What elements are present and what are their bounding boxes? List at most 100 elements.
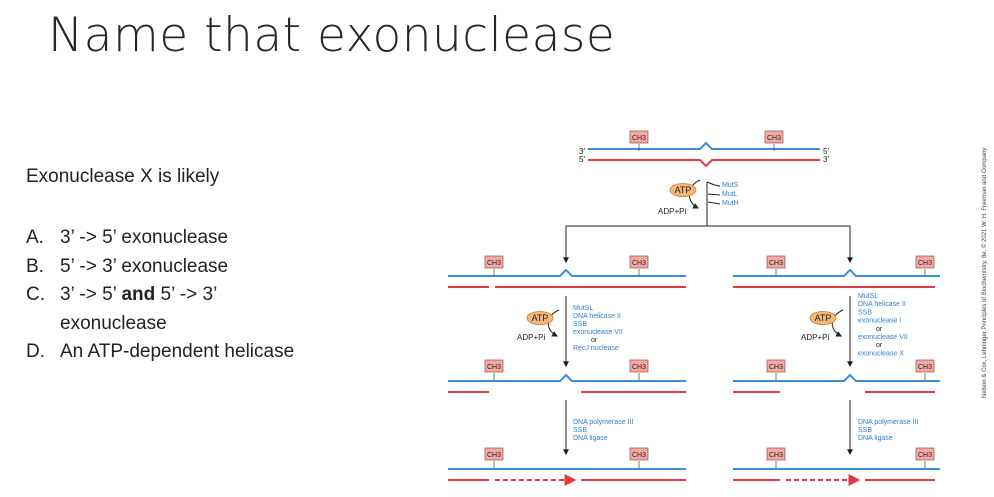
- top-strand: [448, 373, 686, 382]
- top-strand: [588, 141, 820, 150]
- atp-label: ATP: [675, 185, 692, 195]
- adp-label: ADP+Pi: [658, 207, 686, 216]
- methyl-label: CH3: [487, 260, 501, 267]
- top-strand: [733, 373, 940, 382]
- methyl-label: CH3: [918, 364, 932, 371]
- protein-label: exonuclease X: [858, 350, 904, 357]
- answer-a: A. 3’ -> 5’ exonuclease: [26, 224, 294, 253]
- protein-label: exonuclease I: [858, 318, 901, 325]
- protein-label: DNA polymerase III: [858, 419, 918, 426]
- methyl-label: CH3: [918, 260, 932, 267]
- methyl-label: CH3: [632, 135, 646, 142]
- protein-label: exonuclease VII: [573, 329, 623, 336]
- question-text: Exonuclease X is likely: [26, 166, 220, 187]
- atp-oval: ATP: [809, 311, 837, 325]
- answer-text: 3’ -> 5’ exonuclease: [60, 227, 229, 248]
- or-label: or: [591, 337, 598, 344]
- protein-label: MutL: [722, 191, 738, 198]
- methyl-label: CH3: [918, 452, 932, 459]
- answer-text-post: 5’ -> 3’: [155, 284, 218, 305]
- answer-text-pre: 3’ -> 5’: [60, 284, 122, 305]
- answer-d: D. An ATP-dependent helicase: [26, 338, 294, 367]
- atp-label: ATP: [532, 313, 549, 323]
- slide-title: Name that exonuclease: [48, 8, 616, 63]
- adp-label: ADP+Pi: [517, 333, 545, 342]
- strand-end-label: 5′: [579, 155, 585, 164]
- atp-arrow: [831, 309, 844, 337]
- answer-letter: D.: [26, 341, 45, 362]
- methyl-group: CH3: [915, 359, 935, 380]
- top-strand: [733, 268, 940, 277]
- methyl-label: CH3: [769, 364, 783, 371]
- protein-label: MutS: [722, 182, 739, 189]
- methyl-group: CH3: [766, 447, 786, 468]
- methyl-group: CH3: [915, 255, 935, 276]
- protein-label: SSB: [858, 427, 872, 434]
- protein-bracket: [706, 181, 721, 222]
- methyl-label: CH3: [632, 364, 646, 371]
- methyl-group: CH3: [484, 447, 504, 468]
- bottom-strand: [588, 159, 820, 168]
- atp-oval: ATP: [669, 183, 697, 197]
- methyl-group: CH3: [484, 359, 504, 380]
- branch-line: [566, 222, 850, 227]
- strand-end-label: 3′: [823, 155, 829, 164]
- figure-credit: Nelson & Cox, Lehninger Principles of Bi…: [982, 147, 988, 398]
- adp-label: ADP+Pi: [801, 333, 829, 342]
- answer-letter: B.: [26, 255, 44, 277]
- methyl-group: CH3: [629, 255, 649, 276]
- answer-list: A. 3’ -> 5’ exonuclease B. 5’ -> 3’ exon…: [26, 224, 294, 367]
- methyl-group: CH3: [629, 359, 649, 380]
- methyl-group: CH3: [766, 255, 786, 276]
- protein-label: MutSL: [858, 293, 878, 300]
- protein-label: exonuclease VII: [858, 334, 908, 341]
- answer-letter: C.: [26, 284, 45, 305]
- methyl-label: CH3: [769, 260, 783, 267]
- protein-label: DNA ligase: [858, 435, 893, 442]
- methyl-group: CH3: [915, 447, 935, 468]
- or-label: or: [876, 342, 883, 349]
- methyl-label: CH3: [487, 364, 501, 371]
- answer-text: 3’ -> 5’ and 5’ -> 3’ exonuclease: [60, 281, 217, 338]
- protein-label: DNA helicase II: [858, 301, 906, 308]
- protein-label: SSB: [573, 321, 587, 328]
- protein-label: RecJ nuclease: [573, 345, 619, 352]
- answer-letter: A.: [26, 227, 44, 248]
- protein-label: DNA polymerase III: [573, 419, 633, 426]
- arrows: [547, 179, 853, 456]
- methyl-group: CH3: [764, 130, 784, 151]
- answer-text: 5’ -> 3’ exonuclease: [60, 255, 229, 277]
- dna-strands: [448, 141, 940, 486]
- or-label: or: [876, 326, 883, 333]
- answer-text-bold: and: [121, 284, 156, 305]
- methyl-group: CH3: [629, 447, 649, 468]
- atp-label: ATP: [815, 313, 832, 323]
- methyl-label: CH3: [487, 452, 501, 459]
- methyl-group: CH3: [766, 359, 786, 380]
- protein-label: MutH: [722, 200, 739, 207]
- strand-end-label: 3′: [579, 147, 585, 156]
- methyl-label: CH3: [632, 260, 646, 267]
- strand-end-label: 5′: [823, 147, 829, 156]
- protein-label: SSB: [858, 309, 872, 316]
- protein-label: MutSL: [573, 305, 593, 312]
- top-strand: [448, 268, 686, 277]
- protein-label: SSB: [573, 427, 587, 434]
- answer-b: B. 5’ -> 3’ exonuclease: [26, 253, 294, 282]
- answer-text: An ATP-dependent helicase: [60, 341, 295, 362]
- atp-oval: ATP: [526, 311, 554, 325]
- protein-label: DNA ligase: [573, 435, 608, 442]
- protein-label: DNA helicase II: [573, 313, 621, 320]
- answer-text-line2: exonuclease: [60, 312, 167, 334]
- answer-c: C. 3’ -> 5’ and 5’ -> 3’ exonuclease: [26, 281, 294, 338]
- methyl-group: CH3: [629, 130, 649, 151]
- methyl-label: CH3: [769, 452, 783, 459]
- methyl-label: CH3: [767, 135, 781, 142]
